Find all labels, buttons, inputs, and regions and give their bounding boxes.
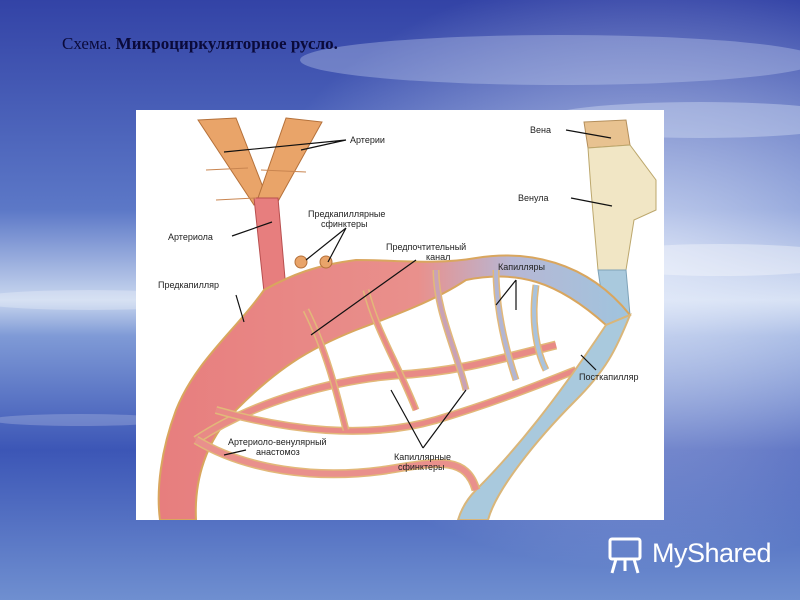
slide-title-prefix: Схема. [62, 34, 116, 53]
label-precapillary: Предкапилляр [158, 280, 219, 290]
slide-title-bold: Микроциркуляторное русло. [115, 34, 338, 53]
slide-title: Схема. Микроциркуляторное русло. [62, 34, 338, 54]
presentation-board-icon [608, 537, 642, 574]
label-postcapillary: Посткапилляр [579, 372, 639, 382]
label-precap-sphincters-line2: сфинктеры [321, 219, 367, 229]
watermark-text: MyShared [652, 538, 772, 568]
label-cap-sphincters-line1: Капиллярные [394, 452, 451, 462]
label-arteriole: Артериола [168, 232, 213, 242]
label-vein: Вена [530, 125, 551, 135]
leader-lines [223, 129, 613, 456]
label-arteries: Артерии [350, 135, 385, 145]
diagram-svg: Артерии Вена Венула Предкапиллярные сфин… [157, 117, 657, 520]
watermark-logo [608, 537, 642, 574]
label-cap-sphincters-line2: сфинктеры [398, 462, 444, 472]
label-precap-sphincters-line1: Предкапиллярные [308, 209, 385, 219]
label-av-anastomosis-line1: Артериоло-венулярный [228, 437, 327, 447]
label-preferred-channel-line2: канал [426, 252, 450, 262]
label-av-anastomosis-line2: анастомоз [256, 447, 300, 457]
arteries-shape [197, 117, 323, 293]
capillary-network [157, 254, 632, 520]
microcirculation-diagram: Артерии Вена Венула Предкапиллярные сфин… [136, 110, 664, 520]
label-capillaries: Капилляры [498, 262, 545, 272]
label-venule: Венула [518, 193, 549, 203]
label-preferred-channel-line1: Предпочтительный [386, 242, 466, 252]
